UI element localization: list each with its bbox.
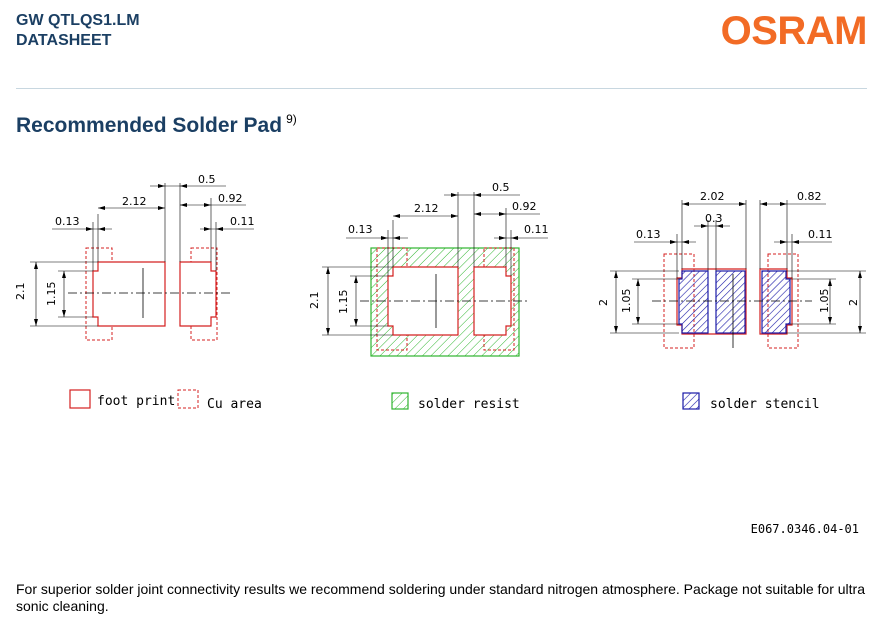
dim-0.11: 0.11 [524,223,549,236]
header-divider [16,88,867,89]
footprint-diagram: 0.5 2.12 0.92 0.13 0.11 2.1 1.15 [14,173,255,341]
legend-footprint-swatch [69,389,91,409]
dim-0.5: 0.5 [198,173,216,186]
document-type: DATASHEET [16,32,112,49]
dim-0.11: 0.11 [230,215,255,228]
dim-1.05-left: 1.05 [620,289,633,314]
dim-0.92: 0.92 [512,200,537,213]
dim-1.15: 1.15 [45,282,58,307]
legend-cu-area-swatch [177,389,199,409]
dim-2-right: 2 [847,299,860,306]
legend-solder-resist-swatch [391,392,409,410]
dim-2.12: 2.12 [122,195,147,208]
dim-2-left: 2 [597,299,610,306]
section-footnote-ref: 9) [286,112,297,126]
solder-pad-drawing: 0.5 2.12 0.92 0.13 0.11 2.1 1.15 [14,173,866,412]
legend-cu-area-label: Cu area [207,397,262,412]
dim-2.1: 2.1 [308,292,321,310]
legend-footprint-label: foot print [97,394,175,409]
solder-stencil-diagram: 2.02 0.82 0.3 0.13 0.11 2 1.05 1.05 [597,190,866,349]
dim-0.92: 0.92 [218,192,243,205]
solder-resist-diagram: 0.5 2.12 0.92 0.13 0.11 2.1 1.15 [308,181,549,357]
dim-2.12: 2.12 [414,202,439,215]
dim-2.02: 2.02 [700,190,725,203]
dim-2.1: 2.1 [14,283,27,301]
dim-0.5: 0.5 [492,181,510,194]
pad-left [92,261,166,327]
pad-right [179,261,217,327]
stencil-left-a [678,270,709,334]
dim-0.13: 0.13 [636,228,661,241]
dim-1.15: 1.15 [337,290,350,315]
dim-0.3: 0.3 [705,212,723,225]
legend-solder-stencil-swatch [682,392,700,410]
dim-0.82: 0.82 [797,190,822,203]
osram-logo: OSRAM [720,9,868,53]
drawing-number: E067.0346.04-01 [750,522,859,536]
dim-1.05-right: 1.05 [818,289,831,314]
legend-solder-stencil-label: solder stencil [710,397,820,412]
dim-0.13: 0.13 [55,215,80,228]
legend: foot print Cu area solder resist solder … [69,389,820,412]
dim-0.11: 0.11 [808,228,833,241]
legend-solder-resist-label: solder resist [418,397,520,412]
stencil-right [761,270,791,334]
footnote-text: For superior solder joint connectivity r… [16,581,865,614]
dim-0.13: 0.13 [348,223,373,236]
footprint-right [759,268,793,335]
stencil-left-b [715,270,746,334]
product-name: GW QTLQS1.LM [16,12,140,29]
